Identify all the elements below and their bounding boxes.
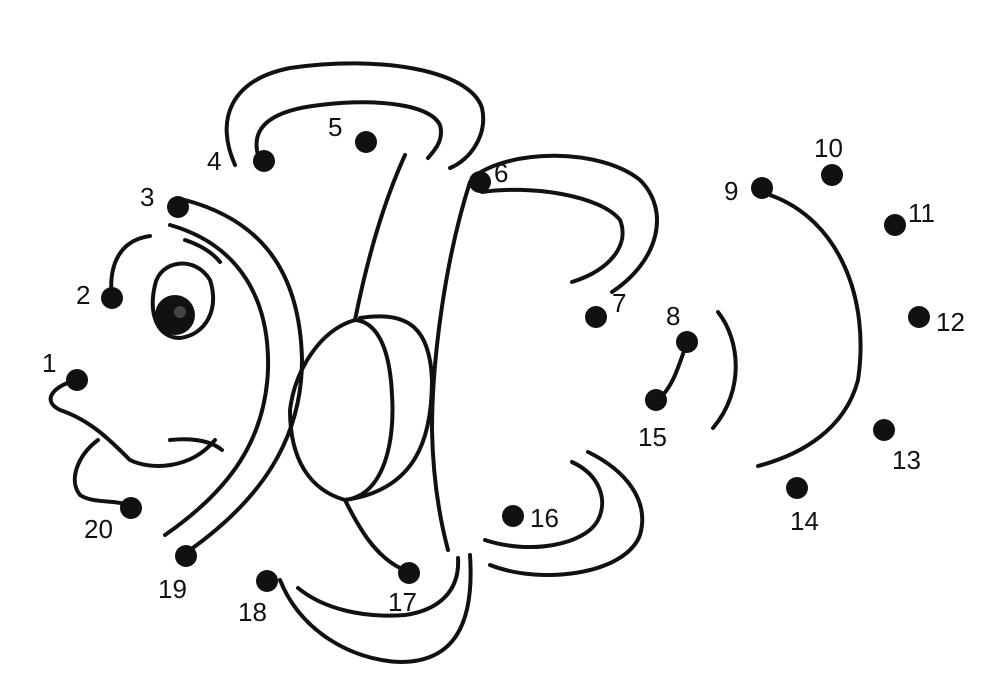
dot-label-5: 5 [328, 112, 342, 142]
dot-10 [821, 164, 843, 186]
dot-19 [175, 545, 197, 567]
dot-5 [355, 131, 377, 153]
dot-label-7: 7 [612, 288, 626, 318]
dot-label-2: 2 [76, 280, 90, 310]
pectoral-fin [288, 318, 395, 502]
tail-arc [756, 193, 863, 468]
dot-1 [66, 369, 88, 391]
dot-label-4: 4 [207, 146, 221, 176]
dot-4 [253, 150, 275, 172]
head-arc-outer [183, 198, 304, 552]
dot-label-11: 11 [908, 198, 935, 228]
pectoral-fin-rim [343, 314, 434, 502]
dorsal-fin-inner [254, 100, 443, 160]
dot-label-17: 17 [388, 587, 417, 617]
dot-label-14: 14 [790, 506, 819, 536]
dorsal-fin-outer [224, 61, 486, 170]
fish-outline [48, 61, 863, 664]
belly-fin-inner [483, 460, 604, 550]
dot-label-12: 12 [936, 307, 965, 337]
mouth-lower [72, 438, 134, 510]
dot-12 [908, 306, 930, 328]
dot-14 [786, 477, 808, 499]
head-arc-inner [163, 223, 271, 537]
dot-2 [101, 287, 123, 309]
dot-20 [120, 497, 142, 519]
belly-fin-outer [488, 450, 645, 577]
dot-label-19: 19 [158, 574, 187, 604]
dot-label-20: 20 [84, 514, 113, 544]
dot-3 [167, 196, 189, 218]
dot-label-13: 13 [892, 445, 921, 475]
lower-body-line [343, 498, 402, 570]
bottom-fin-inner [296, 556, 461, 618]
back-fin-inner [480, 187, 625, 284]
back-fin-outer [470, 153, 659, 294]
brow-right [183, 238, 222, 264]
dot-15 [645, 389, 667, 411]
eye-highlight [174, 306, 186, 318]
dot-16 [502, 505, 524, 527]
dot-8 [676, 331, 698, 353]
mouth-cheek [168, 437, 224, 452]
dot-17 [398, 562, 420, 584]
dot-label-8: 8 [666, 301, 680, 331]
tail-stem-arc [711, 310, 738, 430]
dot-label-18: 18 [238, 597, 267, 627]
dot-label-15: 15 [638, 422, 667, 452]
dot-label-10: 10 [814, 133, 843, 163]
dot-13 [873, 419, 895, 441]
dot-9 [751, 177, 773, 199]
dot-18 [256, 570, 278, 592]
band-line-2 [430, 180, 472, 552]
dot-label-6: 6 [494, 158, 508, 188]
band-line-1 [353, 153, 407, 322]
dot-11 [884, 214, 906, 236]
dot-7 [585, 306, 607, 328]
dot-label-3: 3 [140, 182, 154, 212]
bottom-fin-outer [278, 553, 473, 664]
dot-6 [469, 171, 491, 193]
dot-label-9: 9 [724, 176, 738, 206]
dot-label-1: 1 [42, 348, 56, 378]
mouth-upper [48, 378, 217, 468]
dot-label-16: 16 [530, 503, 559, 533]
